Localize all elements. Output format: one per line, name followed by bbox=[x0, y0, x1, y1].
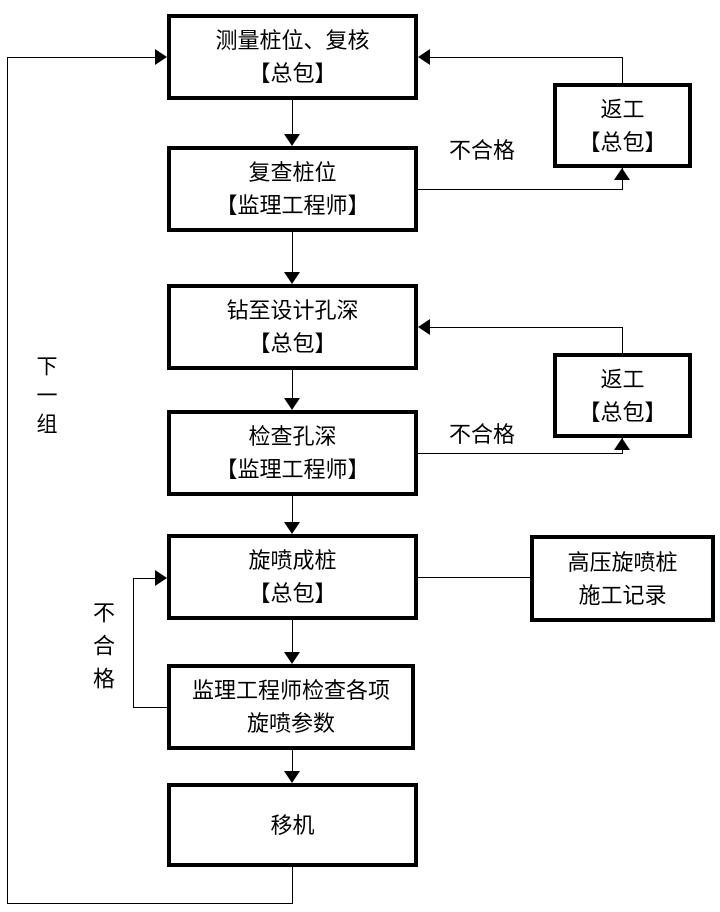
flow-box-construction-record-line2: 施工记录 bbox=[578, 582, 667, 608]
flow-box-recheck-pile-line1: 复查桩位 bbox=[248, 160, 337, 185]
flow-box-move-rig-line1: 移机 bbox=[270, 812, 315, 838]
flow-box-rework-top: 返工 【总包】 bbox=[553, 83, 692, 168]
rework-mid-fail-line bbox=[418, 453, 622, 454]
flow-box-survey-line2: 【总包】 bbox=[248, 61, 337, 86]
flow-box-survey-line1: 测量桩位、复核 bbox=[215, 28, 370, 53]
label-fail-mid: 不合格 bbox=[449, 422, 516, 447]
connector-line bbox=[292, 232, 293, 278]
flow-box-construction-record: 高压旋喷桩 施工记录 bbox=[530, 535, 715, 622]
connector-line bbox=[292, 100, 293, 140]
flow-box-supervisor-check-line2: 旋喷参数 bbox=[246, 711, 335, 736]
arrowhead-right-icon bbox=[155, 570, 167, 586]
loop-next-group-line bbox=[292, 867, 293, 904]
arrowhead-right-icon bbox=[155, 49, 167, 65]
connector-line bbox=[292, 496, 293, 528]
fail-feedback-line bbox=[133, 578, 134, 708]
flow-box-rework-mid: 返工 【总包】 bbox=[553, 353, 692, 438]
arrowhead-down-icon bbox=[284, 272, 300, 284]
flow-box-jet-pile-line1: 旋喷成桩 bbox=[248, 548, 337, 573]
flow-box-check-depth: 检查孔深 【监理工程师】 bbox=[167, 410, 418, 496]
arrowhead-left-icon bbox=[418, 49, 430, 65]
rework-top-fail-line bbox=[418, 189, 622, 190]
flow-box-rework-mid-line2: 【总包】 bbox=[578, 399, 667, 425]
arrowhead-left-icon bbox=[418, 319, 430, 335]
fail-feedback-line bbox=[133, 707, 167, 708]
flow-box-construction-record-line1: 高压旋喷桩 bbox=[567, 549, 678, 575]
loop-next-group-line bbox=[7, 903, 293, 904]
label-fail-left: 不合格 bbox=[90, 601, 115, 700]
rework-top-return-line bbox=[424, 57, 622, 58]
flow-box-move-rig: 移机 bbox=[167, 783, 418, 867]
flow-box-jet-pile: 旋喷成桩 【总包】 bbox=[167, 534, 418, 620]
label-fail-top: 不合格 bbox=[449, 138, 516, 163]
connector-line bbox=[292, 620, 293, 658]
flow-box-check-depth-line1: 检查孔深 bbox=[248, 424, 337, 449]
record-link-line bbox=[418, 577, 530, 578]
rework-top-return-line bbox=[622, 57, 623, 83]
connector-line bbox=[292, 750, 293, 777]
flow-box-drill: 钻至设计孔深 【总包】 bbox=[167, 284, 418, 370]
rework-mid-return-line bbox=[424, 327, 622, 328]
flow-box-recheck-pile: 复查桩位 【监理工程师】 bbox=[167, 146, 418, 232]
flow-box-check-depth-line2: 【监理工程师】 bbox=[215, 457, 370, 482]
arrowhead-down-icon bbox=[284, 771, 300, 783]
flow-box-supervisor-check: 监理工程师检查各项 旋喷参数 bbox=[167, 664, 415, 750]
flow-box-rework-mid-line1: 返工 bbox=[600, 366, 645, 392]
flow-box-supervisor-check-line1: 监理工程师检查各项 bbox=[191, 678, 390, 703]
rework-mid-return-line bbox=[622, 327, 623, 353]
arrowhead-down-icon bbox=[284, 134, 300, 146]
flow-box-recheck-pile-line2: 【监理工程师】 bbox=[215, 193, 370, 218]
flow-box-rework-top-line2: 【总包】 bbox=[578, 129, 667, 155]
connector-line bbox=[292, 370, 293, 404]
loop-next-group-line bbox=[7, 57, 157, 58]
flow-box-jet-pile-line2: 【总包】 bbox=[248, 581, 337, 606]
flow-box-drill-line2: 【总包】 bbox=[248, 331, 337, 356]
loop-next-group-line bbox=[7, 57, 8, 903]
flow-box-survey: 测量桩位、复核 【总包】 bbox=[167, 14, 418, 100]
arrowhead-down-icon bbox=[284, 652, 300, 664]
flow-box-rework-top-line1: 返工 bbox=[600, 96, 645, 122]
arrowhead-down-icon bbox=[284, 398, 300, 410]
arrowhead-up-icon bbox=[614, 168, 630, 180]
arrowhead-up-icon bbox=[614, 438, 630, 450]
arrowhead-down-icon bbox=[284, 522, 300, 534]
label-next-group: 下一组 bbox=[34, 355, 57, 442]
flow-box-drill-line1: 钻至设计孔深 bbox=[226, 298, 359, 323]
fail-feedback-line bbox=[133, 578, 157, 579]
